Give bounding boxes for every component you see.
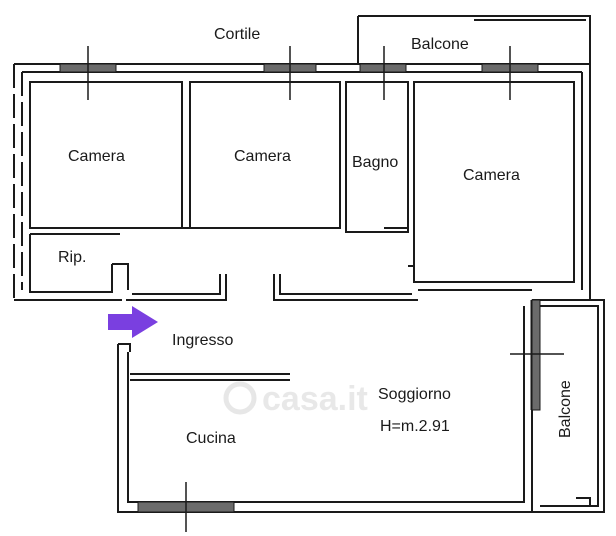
label-cucina: Cucina <box>186 430 236 447</box>
watermark-logo-icon <box>223 381 257 415</box>
label-camera-1: Camera <box>68 148 125 165</box>
window-bagno <box>359 63 407 73</box>
label-soggiorno: Soggiorno <box>378 386 451 403</box>
label-cortile: Cortile <box>214 26 260 43</box>
label-altezza: H=m.2.91 <box>380 418 450 435</box>
watermark: casa.it <box>223 380 368 418</box>
label-ingresso: Ingresso <box>172 332 233 349</box>
label-balcone-top: Balcone <box>411 36 469 53</box>
label-bagno: Bagno <box>352 154 398 171</box>
windows <box>59 63 541 513</box>
label-balcone-right: Balcone <box>557 380 574 438</box>
interior-walls <box>29 81 575 410</box>
door-balcone <box>531 299 541 411</box>
watermark-text: casa.it <box>262 380 368 418</box>
entrance-arrow-icon <box>108 306 158 338</box>
label-camera-2: Camera <box>234 148 291 165</box>
window-ticks <box>87 46 564 532</box>
label-ripostiglio: Rip. <box>58 249 86 266</box>
outer-walls <box>13 15 605 513</box>
label-camera-3: Camera <box>463 167 520 184</box>
